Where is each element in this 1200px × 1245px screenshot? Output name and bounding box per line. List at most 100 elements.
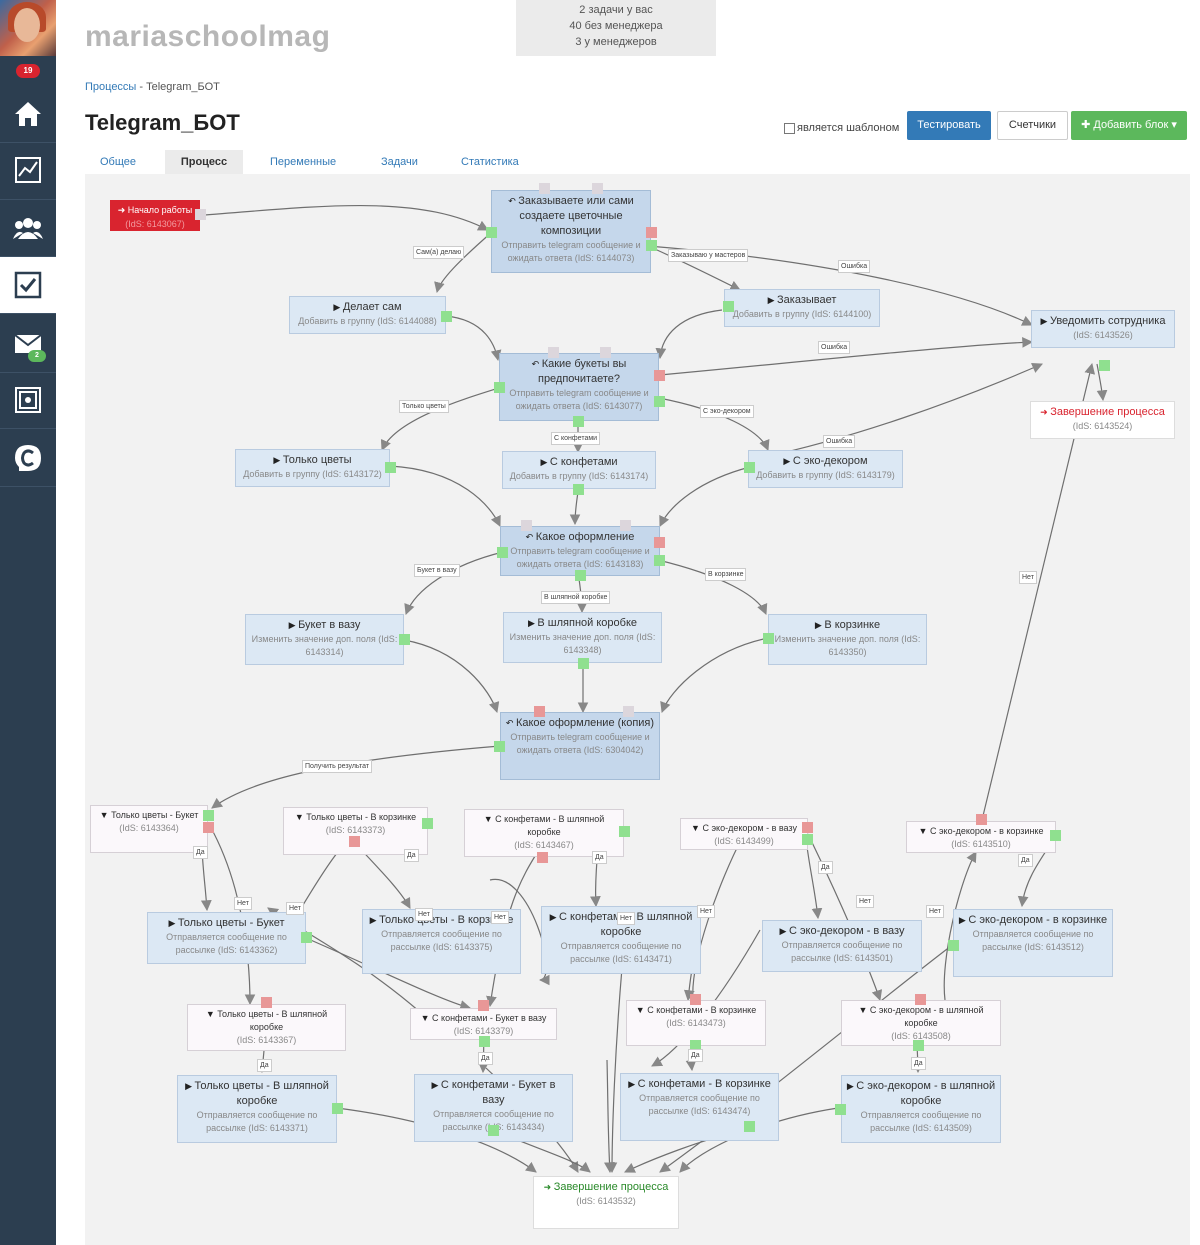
broadcast-node[interactable]: ▶ Только цветы - В шляпной коробке Отпра… bbox=[177, 1075, 337, 1143]
node-port[interactable] bbox=[948, 940, 959, 951]
node-port[interactable] bbox=[744, 462, 755, 473]
node-port[interactable] bbox=[600, 347, 611, 358]
node-port[interactable] bbox=[478, 1000, 489, 1011]
broadcast-node[interactable]: ▶ С конфетами - В корзинке Отправляется … bbox=[620, 1073, 779, 1141]
node-port[interactable] bbox=[575, 570, 586, 581]
sidebar-item-mail[interactable]: 2 bbox=[0, 316, 56, 373]
node-port[interactable] bbox=[399, 634, 410, 645]
field-node[interactable]: ▶ В корзинке Изменить значение доп. поля… bbox=[768, 614, 927, 665]
node-port[interactable] bbox=[1050, 830, 1061, 841]
task-summary[interactable]: 2 задачи у вас 40 без менеджера 3 у мене… bbox=[516, 0, 716, 56]
tab-statistics[interactable]: Статистика bbox=[461, 156, 519, 168]
group-node[interactable]: ▶ С конфетами Добавить в группу (IdS: 61… bbox=[502, 451, 656, 489]
node-port[interactable] bbox=[915, 994, 926, 1005]
node-port[interactable] bbox=[835, 1104, 846, 1115]
node-port[interactable] bbox=[539, 183, 550, 194]
node-port[interactable] bbox=[592, 183, 603, 194]
node-port[interactable] bbox=[802, 822, 813, 833]
node-port[interactable] bbox=[203, 822, 214, 833]
field-node[interactable]: ▶ Букет в вазу Изменить значение доп. по… bbox=[245, 614, 404, 665]
node-port[interactable] bbox=[578, 658, 589, 669]
field-node[interactable]: ▶ В шляпной коробке Изменить значение до… bbox=[503, 612, 662, 663]
condition-node[interactable]: ▼ С эко-декором - в вазу (IdS: 6143499) bbox=[680, 818, 808, 850]
question-node[interactable]: ↶ Какое оформление (копия) Отправить tel… bbox=[500, 712, 660, 780]
node-port[interactable] bbox=[494, 382, 505, 393]
node-port[interactable] bbox=[763, 633, 774, 644]
node-port[interactable] bbox=[646, 227, 657, 238]
tab-tasks[interactable]: Задачи bbox=[381, 156, 418, 168]
group-node[interactable]: ▶ Только цветы Добавить в группу (IdS: 6… bbox=[235, 449, 390, 487]
node-port[interactable] bbox=[620, 520, 631, 531]
broadcast-node[interactable]: ▶ С эко-декором - в вазу Отправляется со… bbox=[762, 920, 922, 972]
finish-node[interactable]: ➜ Завершение процесса (IdS: 6143532) bbox=[533, 1176, 679, 1229]
node-port[interactable] bbox=[349, 836, 360, 847]
question-node[interactable]: ↶ Заказываете или сами создаете цветочны… bbox=[491, 190, 651, 273]
node-port[interactable] bbox=[385, 462, 396, 473]
add-block-button[interactable]: ✚ Добавить блок ▾ bbox=[1071, 111, 1187, 140]
node-port[interactable] bbox=[690, 994, 701, 1005]
sidebar-item-users[interactable] bbox=[0, 200, 56, 257]
counters-button[interactable]: Счетчики bbox=[997, 111, 1068, 140]
condition-node[interactable]: ▼ С эко-декором - в корзинке (IdS: 61435… bbox=[906, 821, 1056, 853]
test-button[interactable]: Тестировать bbox=[907, 111, 991, 140]
node-port[interactable] bbox=[1099, 360, 1110, 371]
sidebar-item-stats[interactable] bbox=[0, 143, 56, 200]
node-port[interactable] bbox=[203, 810, 214, 821]
condition-node[interactable]: ▼ Только цветы - В шляпной коробке (IdS:… bbox=[187, 1004, 346, 1051]
node-port[interactable] bbox=[913, 1040, 924, 1051]
tab-general[interactable]: Общее bbox=[100, 156, 137, 168]
node-port[interactable] bbox=[479, 1036, 490, 1047]
broadcast-node[interactable]: ▶ С эко-декором - в шляпной коробке Отпр… bbox=[841, 1075, 1001, 1143]
node-port[interactable] bbox=[573, 416, 584, 427]
condition-node[interactable]: ▼ С конфетами - В шляпной коробке (IdS: … bbox=[464, 809, 624, 857]
broadcast-node[interactable]: ▶ С эко-декором - в корзинке Отправляетс… bbox=[953, 909, 1113, 977]
node-port[interactable] bbox=[976, 814, 987, 825]
node-port[interactable] bbox=[537, 852, 548, 863]
notify-node[interactable]: ▶ Уведомить сотрудника (IdS: 6143526) bbox=[1031, 310, 1175, 348]
node-port[interactable] bbox=[744, 1121, 755, 1132]
node-port[interactable] bbox=[195, 209, 206, 220]
node-port[interactable] bbox=[654, 537, 665, 548]
broadcast-node[interactable]: ▶ Только цветы - Букет Отправляется сооб… bbox=[147, 912, 306, 964]
node-port[interactable] bbox=[534, 706, 545, 717]
sidebar-item-home[interactable] bbox=[0, 86, 56, 143]
node-port[interactable] bbox=[690, 1040, 701, 1051]
node-port[interactable] bbox=[619, 826, 630, 837]
node-port[interactable] bbox=[646, 240, 657, 251]
node-port[interactable] bbox=[654, 555, 665, 566]
node-port[interactable] bbox=[497, 547, 508, 558]
group-node[interactable]: ▶ Делает сам Добавить в группу (IdS: 614… bbox=[289, 296, 446, 334]
notification-badge[interactable]: 19 bbox=[16, 64, 40, 78]
avatar[interactable] bbox=[0, 0, 56, 56]
tab-variables[interactable]: Переменные bbox=[270, 156, 337, 168]
node-port[interactable] bbox=[654, 370, 665, 381]
tab-process[interactable]: Процесс bbox=[165, 150, 243, 174]
node-port[interactable] bbox=[723, 301, 734, 312]
node-port[interactable] bbox=[422, 818, 433, 829]
node-port[interactable] bbox=[573, 484, 584, 495]
sidebar-item-settings[interactable] bbox=[0, 372, 56, 429]
finish-error-node[interactable]: ➜ Завершение процесса (IdS: 6143524) bbox=[1030, 401, 1175, 439]
node-port[interactable] bbox=[486, 227, 497, 238]
condition-node[interactable]: ▼ Только цветы - В корзинке (IdS: 614337… bbox=[283, 807, 428, 855]
node-port[interactable] bbox=[441, 311, 452, 322]
group-node[interactable]: ▶ С эко-декором Добавить в группу (IdS: … bbox=[748, 450, 903, 488]
template-checkbox[interactable]: является шаблоном bbox=[784, 122, 899, 134]
node-port[interactable] bbox=[623, 706, 634, 717]
sidebar-item-processes[interactable] bbox=[0, 257, 56, 314]
question-node[interactable]: ↶ Какие букеты вы предпочитаете? Отправи… bbox=[499, 353, 659, 421]
condition-node[interactable]: ▼ Только цветы - Букет (IdS: 6143364) bbox=[90, 805, 208, 853]
question-node[interactable]: ↶ Какое оформление Отправить telegram со… bbox=[500, 526, 660, 576]
node-port[interactable] bbox=[488, 1125, 499, 1136]
node-port[interactable] bbox=[521, 520, 532, 531]
node-port[interactable] bbox=[548, 347, 559, 358]
breadcrumb-processes[interactable]: Процессы bbox=[85, 81, 137, 93]
node-port[interactable] bbox=[301, 932, 312, 943]
node-port[interactable] bbox=[261, 997, 272, 1008]
checkbox-box[interactable] bbox=[784, 122, 795, 134]
node-port[interactable] bbox=[494, 741, 505, 752]
node-port[interactable] bbox=[654, 396, 665, 407]
group-node[interactable]: ▶ Заказывает Добавить в группу (IdS: 614… bbox=[724, 289, 880, 327]
sidebar-item-crm[interactable] bbox=[0, 430, 56, 487]
start-node[interactable]: ➜ Начало работы (IdS: 6143067) bbox=[110, 200, 200, 231]
